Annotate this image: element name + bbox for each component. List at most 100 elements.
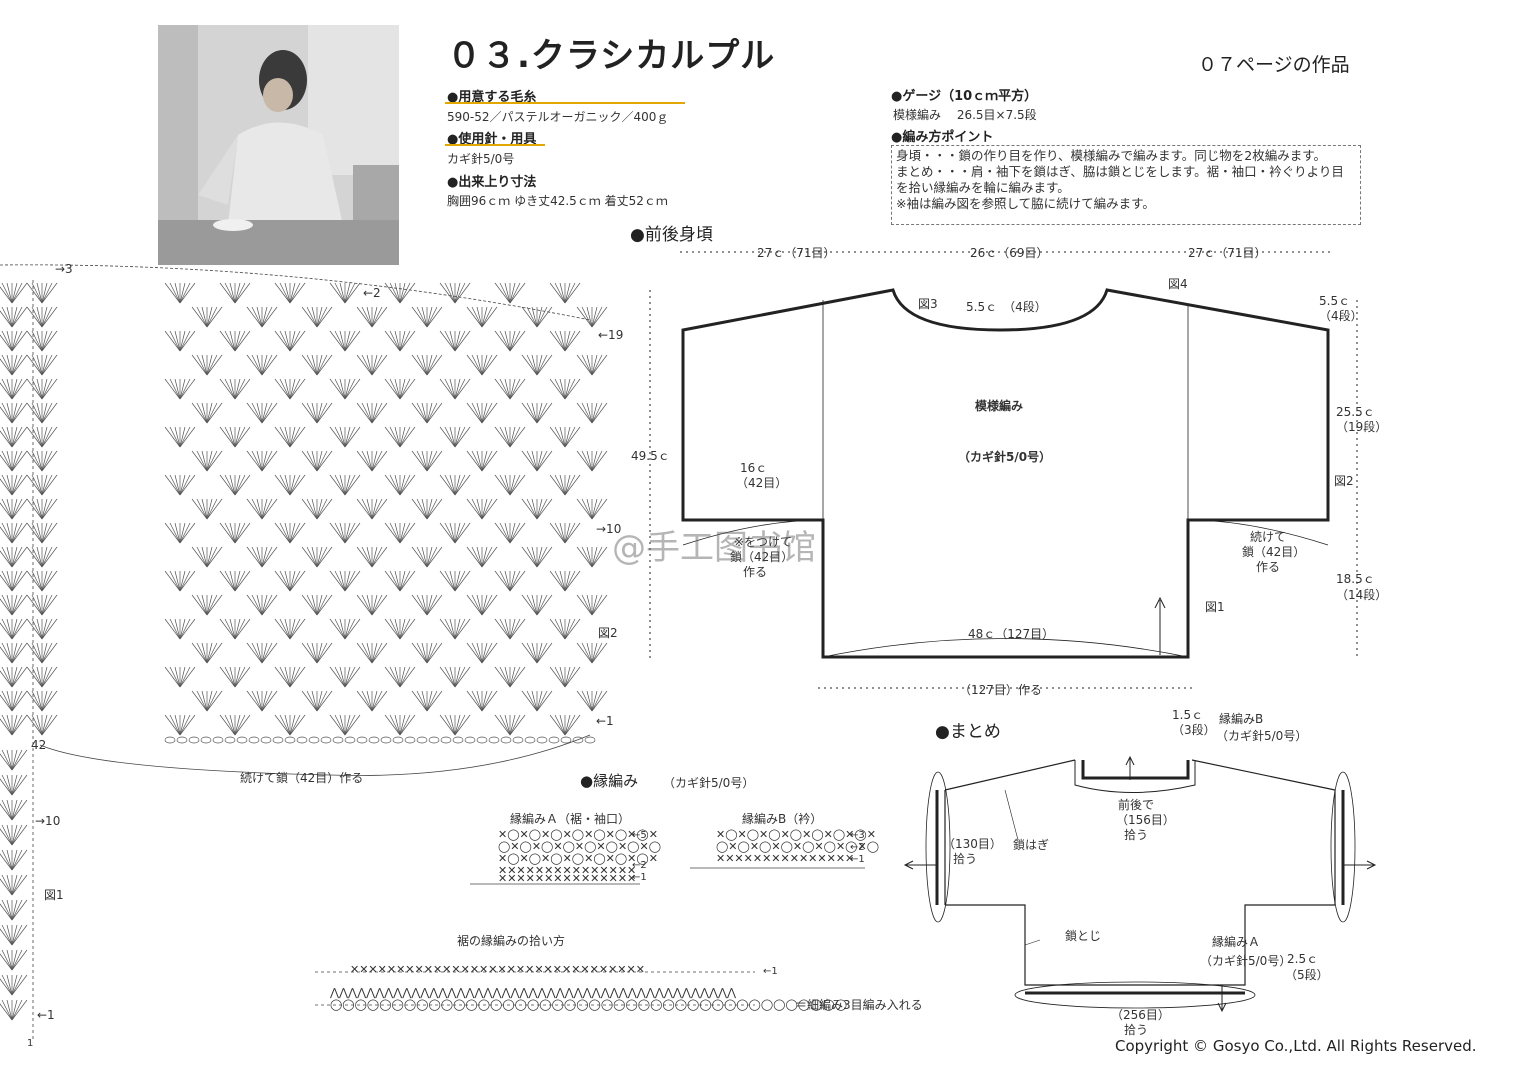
row-3-marker: →3 xyxy=(55,262,73,276)
body-diagram-heading: ●前後身頃 xyxy=(630,225,713,245)
edging-a-row5: ←5 xyxy=(632,830,647,841)
svg-text:◯✕◯✕◯✕◯✕◯✕◯✕◯✕◯: ◯✕◯✕◯✕◯✕◯✕◯✕◯✕◯ xyxy=(716,840,879,853)
pattern-title: ０３.クラシカルプル xyxy=(447,36,776,76)
svg-text:✕◯✕◯✕◯✕◯✕◯✕◯✕◯✕: ✕◯✕◯✕◯✕◯✕◯✕◯✕◯✕ xyxy=(716,828,876,841)
points-heading: ●編み方ポイント xyxy=(891,130,994,145)
sleeve-pickup-label: 拾う xyxy=(953,852,978,866)
svg-text:✕◯✕◯✕◯✕◯✕◯✕◯✕◯✕: ✕◯✕◯✕◯✕◯✕◯✕◯✕◯✕ xyxy=(498,852,658,865)
left-chain-note-1: ※をつけて xyxy=(734,535,793,549)
sleeve-width-stitches: （42目） xyxy=(736,476,788,490)
tools-underline xyxy=(445,144,545,146)
hook-size-label: （カギ針5/0号） xyxy=(958,450,1052,464)
svg-text:✕✕✕✕✕✕✕✕✕✕✕✕✕✕✕: ✕✕✕✕✕✕✕✕✕✕✕✕✕✕✕ xyxy=(498,864,636,877)
figure3-label: 図3 xyxy=(918,297,938,311)
dim-left-width: 27ｃ（71目） xyxy=(757,246,836,260)
edging-b-label: 縁編みB xyxy=(1219,712,1264,726)
figure1-label: 図1 xyxy=(1205,600,1225,614)
neck-edge-rows: （3段） xyxy=(1172,723,1216,737)
points-line: まとめ・・・肩・袖下を鎖はぎ、脇は鎖とじをします。裾・袖口・衿ぐりより目 xyxy=(896,164,1344,179)
sleeve-height-rows: （19段） xyxy=(1336,420,1388,434)
shoulder-drop-rows: （4段） xyxy=(1319,309,1363,323)
svg-text:✕✕✕✕✕✕✕✕✕✕✕✕✕✕✕: ✕✕✕✕✕✕✕✕✕✕✕✕✕✕✕ xyxy=(716,852,854,865)
right-chain-note-1: 続けて xyxy=(1250,530,1287,544)
yarn-underline xyxy=(445,102,685,104)
pattern-stitch-label: 模様編み xyxy=(975,399,1024,413)
tools-heading: ●使用針・用具 xyxy=(447,132,537,147)
right-chain-note-2: 鎖（42目） xyxy=(1242,545,1306,559)
neck-edge-width: 1.5ｃ xyxy=(1172,708,1204,722)
chart-figure1-label: 図1 xyxy=(44,888,64,902)
edging-a-title: 縁編みＡ（裾・袖口） xyxy=(510,812,631,826)
svg-text:⋀⋀⋀⋀⋀⋀⋀⋀⋀⋀⋀⋀⋀⋀⋀⋀⋀⋀⋀⋀⋀⋀⋀⋀⋀⋀⋀⋀⋀⋀: ⋀⋀⋀⋀⋀⋀⋀⋀⋀⋀⋀⋀⋀⋀⋀⋀⋀⋀⋀⋀⋀⋀⋀⋀⋀⋀⋀⋀⋀⋀⋀⋀⋀⋀⋀⋀⋀⋀⋀⋀… xyxy=(329,986,737,999)
stitch-count-42: 42 xyxy=(31,738,47,752)
pickup-row-1: ←1 xyxy=(763,966,778,977)
tools-value: カギ針5/0号 xyxy=(447,152,515,166)
pickup-title: 裾の縁編みの拾い方 xyxy=(457,934,566,948)
row-10-marker: →10 xyxy=(596,522,622,536)
figure4-label: 図4 xyxy=(1168,277,1188,291)
row-1-marker: ←1 xyxy=(596,714,614,728)
edging-hook: （カギ針5/0号） xyxy=(663,776,755,790)
watermark-text: @手工图书馆 xyxy=(612,528,816,568)
svg-text:✕◯✕◯✕◯✕◯✕◯✕◯✕◯✕: ✕◯✕◯✕◯✕◯✕◯✕◯✕◯✕ xyxy=(498,828,658,841)
hem-edge-rows: （5段） xyxy=(1285,968,1329,982)
copyright-text: Copyright © Gosyo Co.,Ltd. All Rights Re… xyxy=(1115,1037,1477,1055)
dim-center-width: 26ｃ（69目） xyxy=(970,246,1049,260)
yarn-value: 590-52／パステルオーガニック／400ｇ xyxy=(447,110,669,124)
left-chain-note-3: 作る xyxy=(743,565,768,579)
left-chain-note-2: 鎖（42目） xyxy=(730,550,794,564)
total-height-label: 49.5ｃ xyxy=(631,449,670,463)
edging-b-hook: （カギ針5/0号） xyxy=(1216,729,1308,743)
pickup-note: ＝細編み3目編み入れる xyxy=(795,998,923,1012)
yarn-heading: ●用意する毛糸 xyxy=(447,90,537,105)
gauge-value: 模様編み 26.5目×7.5段 xyxy=(893,108,1037,122)
chain-close-label: 鎖とじ xyxy=(1065,929,1102,943)
dim-right-width: 27ｃ（71目） xyxy=(1188,246,1267,260)
right-chain-note-3: 作る xyxy=(1256,560,1281,574)
svg-text:✕✕✕✕✕✕✕✕✕✕✕✕✕✕✕: ✕✕✕✕✕✕✕✕✕✕✕✕✕✕✕ xyxy=(498,872,636,885)
neck-depth-label: 5.5ｃ （4段） xyxy=(966,300,1047,314)
hem-edge-width: 2.5ｃ xyxy=(1287,952,1319,966)
row-19-marker: ←19 xyxy=(598,328,624,342)
edging-a-label: 縁編みＡ xyxy=(1212,935,1261,949)
assembly-heading: ●まとめ xyxy=(935,722,1001,742)
sleeve-pickup-stitches: （130目） xyxy=(943,837,1002,851)
svg-text:◯✕◯✕◯✕◯✕◯✕◯✕◯✕◯: ◯✕◯✕◯✕◯✕◯✕◯✕◯✕◯ xyxy=(498,840,661,853)
size-heading: ●出来上り寸法 xyxy=(447,175,537,190)
edging-b-row3: ←3 xyxy=(850,830,865,841)
bottom-start-label: （127目）作る xyxy=(959,683,1042,697)
row-10-left-marker: →10 xyxy=(35,814,61,828)
size-value: 胸囲96ｃｍ ゆき丈42.5ｃｍ 着丈52ｃｍ xyxy=(447,194,668,208)
model-photo-illustration xyxy=(158,25,399,265)
edging-a-row2: ←2 xyxy=(632,860,647,871)
svg-text:◯◯◯◯◯◯◯◯◯◯◯◯◯◯◯◯◯◯◯◯◯◯◯◯◯◯◯◯◯◯: ◯◯◯◯◯◯◯◯◯◯◯◯◯◯◯◯◯◯◯◯◯◯◯◯◯◯◯◯◯◯◯◯◯◯◯◯◯◯◯◯… xyxy=(330,998,847,1011)
row-2-marker: ←2 xyxy=(363,286,381,300)
bottom-width-label: 48ｃ（127目） xyxy=(968,627,1055,641)
edging-b-title: 縁編みB（衿） xyxy=(742,812,823,826)
model-photo xyxy=(158,25,399,265)
edging-b-row2: ←2 xyxy=(850,842,865,853)
front-back-pickup: 拾う xyxy=(1124,828,1149,842)
crochet-stitch-pattern xyxy=(0,282,608,1021)
side-height-rows: （14段） xyxy=(1336,588,1388,602)
points-box: 身頃・・・鎖の作り目を作り、模様編みで編みます。同じ物を2枚編みます。 まとめ・… xyxy=(891,145,1361,225)
shoulder-drop-label: 5.5ｃ xyxy=(1319,294,1351,308)
figure2-label: 図2 xyxy=(1334,474,1354,488)
sleeve-height-label: 25.5ｃ xyxy=(1336,405,1375,419)
svg-text:✕✕✕✕✕✕✕✕✕✕✕✕✕✕✕✕✕✕✕✕✕✕✕✕✕✕✕✕✕✕: ✕✕✕✕✕✕✕✕✕✕✕✕✕✕✕✕✕✕✕✕✕✕✕✕✕✕✕✕✕✕✕✕ xyxy=(350,963,645,976)
chain-join-label: 鎖はぎ xyxy=(1013,838,1050,852)
side-height-label: 18.5ｃ xyxy=(1336,572,1375,586)
points-line: を拾い縁編みを輪に編みます。 xyxy=(896,180,1070,195)
front-back-label: 前後で xyxy=(1118,798,1155,812)
sleeve-width-label: 16ｃ xyxy=(740,461,768,475)
points-line: ※袖は編み図を参照して脇に続けて編みます。 xyxy=(896,196,1155,211)
points-line: 身頃・・・鎖の作り目を作り、模様編みで編みます。同じ物を2枚編みます。 xyxy=(896,148,1326,163)
chart-bottom-note: 続けて鎖（42目）作る xyxy=(240,771,364,785)
stitch-count-1: 1 xyxy=(27,1038,34,1049)
row-1-left-marker: ←1 xyxy=(37,1008,55,1022)
page-reference: ０７ページの作品 xyxy=(1198,54,1350,76)
chart-figure2-label: 図2 xyxy=(598,626,618,640)
gauge-heading: ●ゲージ（10ｃｍ平方） xyxy=(891,89,1038,104)
hem-pickup-stitches: （256目） xyxy=(1111,1008,1170,1022)
